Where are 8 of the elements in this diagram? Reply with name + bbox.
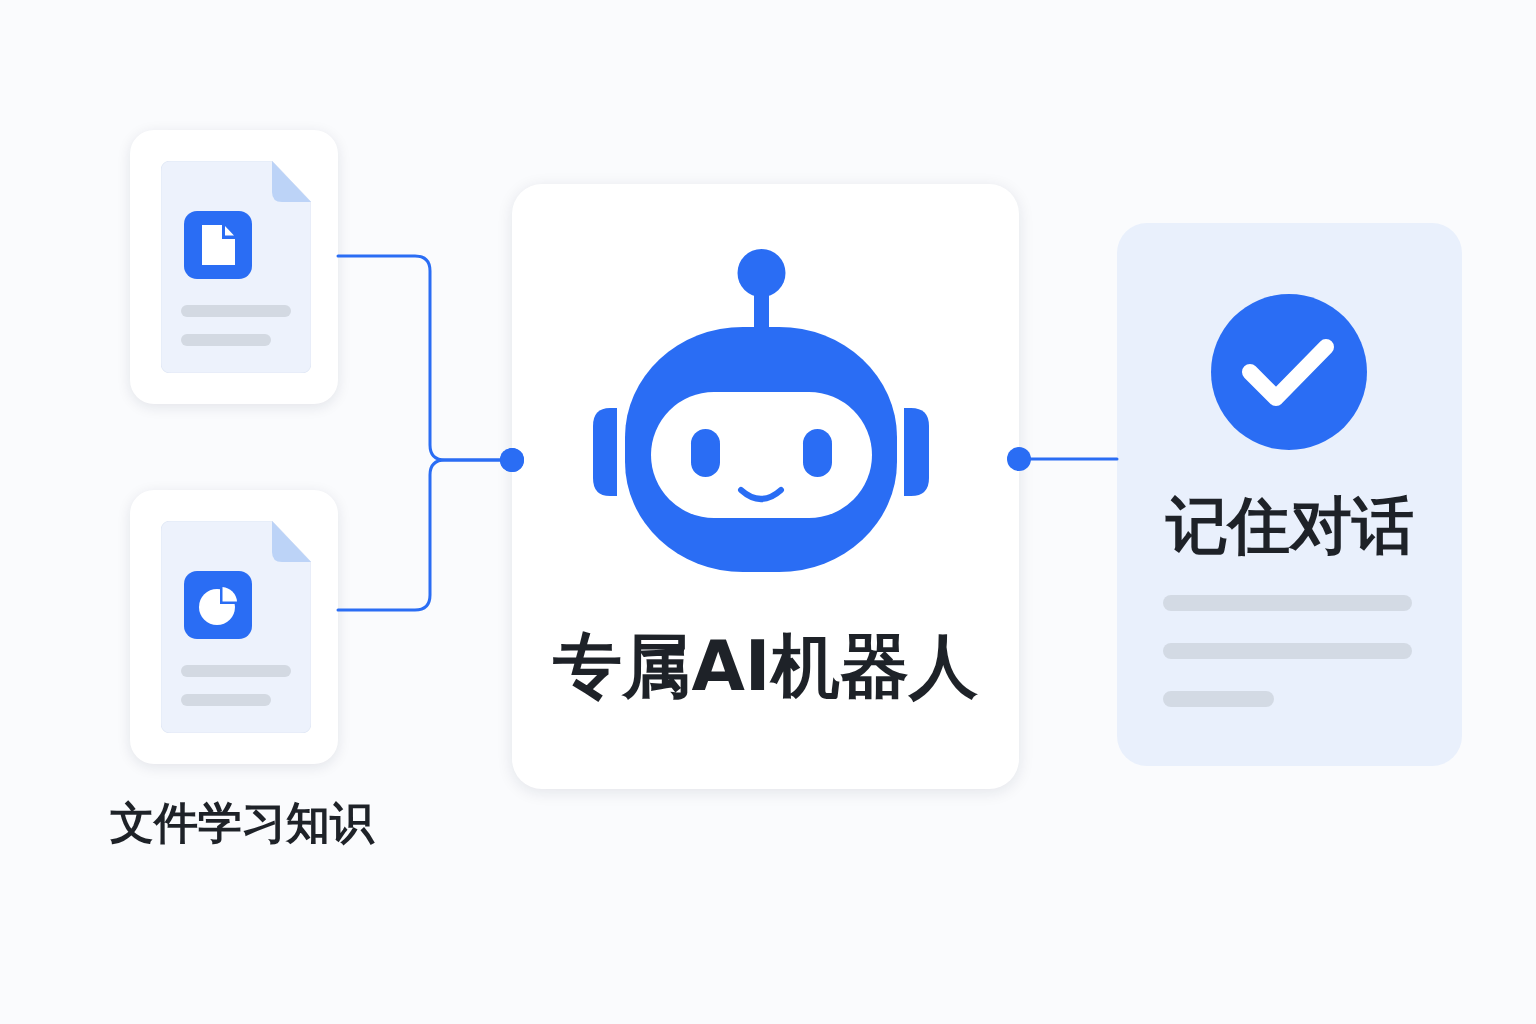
check-card (1117, 223, 1462, 766)
connector-line (336, 448, 524, 612)
document-card (130, 130, 338, 404)
connector-line (1007, 447, 1119, 471)
robot-card (512, 184, 1019, 789)
node-label: 文件学习知识 (110, 796, 374, 850)
card-title: 专属AI机器人 (553, 626, 978, 706)
card-title: 记住对话 (1165, 490, 1414, 562)
